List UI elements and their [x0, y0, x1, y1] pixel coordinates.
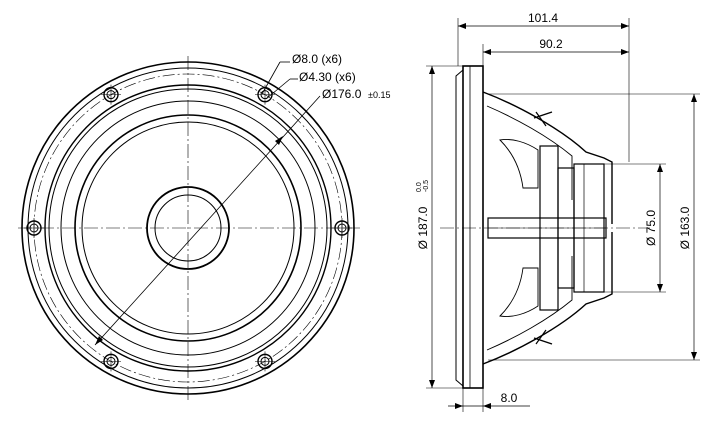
- dim-basket-diameter-arrow-t: [691, 94, 697, 102]
- cone-outer: [74, 114, 302, 342]
- rib-top: [535, 111, 547, 127]
- front-flange: [462, 65, 484, 389]
- mounting-hole: [332, 218, 352, 238]
- rib-bottom-arrow: [533, 337, 553, 345]
- mounting-hole: [24, 218, 44, 238]
- dim-depth-to-magnet-arrow-l: [483, 49, 491, 55]
- hole-inner-leader: [265, 78, 291, 100]
- mounting-hole: [101, 351, 121, 372]
- basket-upper-contour: [482, 91, 613, 224]
- dim-magnet-diameter-arrow-t: [657, 164, 663, 172]
- dim-outer-diameter-arrow-t: [429, 66, 435, 74]
- basket-lower-inner: [486, 256, 573, 351]
- basket-window-lower: [499, 267, 539, 317]
- dim-flange-thickness-arrow-r: [483, 403, 491, 409]
- dim-overall-depth-arrow-l: [458, 23, 466, 29]
- dust-cap-inner: [154, 194, 222, 262]
- dim-outer-diameter-arrow-b: [429, 380, 435, 388]
- dim-overall-depth-arrow-r: [621, 23, 629, 29]
- side-view: [426, 18, 700, 412]
- outer-diameter-label: Ø 187.0: [416, 206, 430, 249]
- bolt-circle-tolerance: ±0.15: [368, 90, 390, 100]
- rib-bottom: [535, 329, 547, 345]
- flange-thickness-label: 8.0: [501, 391, 518, 405]
- dim-magnet-diameter-arrow-b: [657, 284, 663, 292]
- hole-outer-label: Ø8.0 (x6): [292, 52, 342, 66]
- mounting-hole: [255, 351, 275, 372]
- frame-outer-edge: [21, 61, 355, 395]
- surround-outer: [44, 84, 332, 372]
- rib-top-arrow: [533, 111, 553, 119]
- surround-inner: [60, 100, 316, 356]
- basket-lower-contour: [482, 232, 613, 365]
- outer-diameter-tol-upper: 0.0: [416, 182, 423, 192]
- front-view: [18, 56, 360, 400]
- outer-diameter-label-group: Ø 187.0 0.0 -0.5: [416, 180, 430, 250]
- dim-basket-diameter-arrow-b: [691, 352, 697, 360]
- bolt-circle-label: Ø176.0: [322, 87, 362, 101]
- bolt-circle-arrow-top: [275, 136, 283, 145]
- overall-depth-label: 101.4: [528, 11, 558, 25]
- outer-diameter-tol-lower: -0.5: [423, 180, 430, 192]
- surround-mid: [48, 88, 328, 368]
- hole-inner-label: Ø4.30 (x6): [299, 70, 356, 84]
- dim-depth-to-magnet-arrow-r: [621, 49, 629, 55]
- depth-to-magnet-label: 90.2: [539, 37, 563, 51]
- dust-cap-outer: [146, 186, 230, 270]
- basket-diameter-label-group: Ø 163.0: [678, 206, 692, 249]
- flange-lip: [455, 69, 464, 387]
- dim-flange-thickness-arrow-l: [455, 403, 463, 409]
- cone-inner: [81, 121, 295, 335]
- basket-diameter-label: Ø 163.0: [678, 206, 692, 249]
- mounting-hole: [101, 84, 121, 105]
- basket-upper-inner: [486, 105, 573, 200]
- magnet-diameter-label-group: Ø 75.0: [644, 210, 658, 246]
- magnet-diameter-label: Ø 75.0: [644, 210, 658, 246]
- bolt-circle-arrow-bottom: [95, 336, 103, 345]
- bolt-circle-diameter-line: [94, 95, 321, 346]
- basket-window-upper: [499, 139, 539, 189]
- mounting-hole: [255, 84, 275, 105]
